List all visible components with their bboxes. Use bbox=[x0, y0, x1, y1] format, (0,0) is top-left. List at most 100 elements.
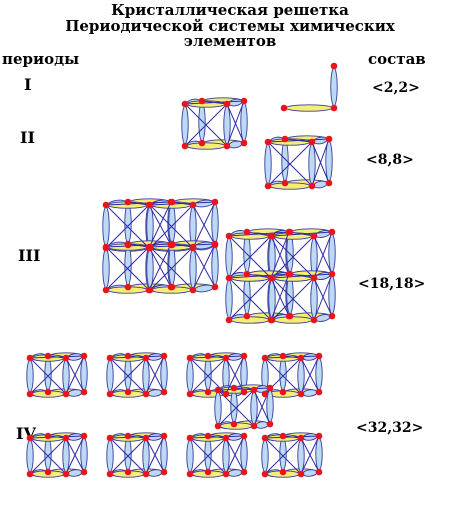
lattice-edge bbox=[243, 233, 251, 273]
lattice-edge bbox=[142, 359, 150, 393]
lattice-node bbox=[102, 243, 110, 251]
lattice-edge bbox=[198, 102, 206, 142]
lattice-node bbox=[44, 388, 52, 396]
lattice-node bbox=[250, 422, 258, 430]
lattice-node bbox=[230, 420, 238, 428]
lattice-node bbox=[44, 352, 52, 360]
lattice-node bbox=[325, 135, 333, 143]
lattice-diagonal bbox=[65, 435, 85, 475]
lattice-node bbox=[80, 388, 88, 396]
periods-header: периоды bbox=[2, 50, 80, 68]
lattice-node bbox=[325, 179, 333, 187]
lattice-edge bbox=[186, 142, 226, 150]
lattice-node bbox=[261, 470, 269, 478]
period-label-1: I bbox=[24, 75, 32, 94]
lattice-edge bbox=[240, 102, 248, 142]
lattice-node bbox=[214, 386, 222, 394]
lattice-node bbox=[124, 432, 132, 440]
lattice-edge bbox=[186, 359, 194, 393]
lattice-edge bbox=[269, 182, 311, 190]
lattice-node bbox=[186, 354, 194, 362]
lattice-node bbox=[80, 432, 88, 440]
lattice-node bbox=[168, 283, 176, 291]
lattice-node bbox=[80, 352, 88, 360]
composition-label-1: <2,2> bbox=[372, 80, 420, 96]
period-label-3: III bbox=[18, 246, 41, 265]
lattice-node bbox=[102, 286, 110, 294]
lattice-diagonal bbox=[171, 243, 194, 248]
lattice-node bbox=[189, 286, 197, 294]
lattice-node bbox=[106, 390, 114, 398]
lattice-diagonal bbox=[201, 100, 228, 105]
lattice-node bbox=[142, 354, 150, 362]
lattice-node bbox=[106, 470, 114, 478]
lattice-diagonal bbox=[184, 103, 228, 147]
lattice-diagonal bbox=[192, 243, 216, 291]
lattice-node bbox=[297, 354, 305, 362]
period-label-2: II bbox=[20, 128, 35, 147]
lattice-node bbox=[62, 434, 70, 442]
lattice-diagonal bbox=[65, 355, 85, 395]
lattice-node bbox=[330, 104, 338, 112]
lattice-diagonal bbox=[217, 389, 255, 427]
composition-header: состав bbox=[368, 50, 426, 68]
lattice-node bbox=[310, 274, 318, 282]
lattice-node bbox=[80, 468, 88, 476]
lattice-edge bbox=[250, 391, 258, 425]
lattice-diagonal bbox=[270, 231, 290, 279]
lattice-node bbox=[204, 432, 212, 440]
lattice-node bbox=[279, 388, 287, 396]
lattice-node bbox=[211, 198, 219, 206]
lattice-node bbox=[315, 468, 323, 476]
lattice-node bbox=[315, 352, 323, 360]
lattice-diagonal bbox=[271, 277, 315, 321]
lattice-diagonal bbox=[145, 435, 165, 475]
lattice-node bbox=[297, 434, 305, 442]
lattice-diagonal bbox=[29, 437, 67, 475]
lattice-node bbox=[308, 182, 316, 190]
lattice-node bbox=[168, 198, 176, 206]
lattice-node bbox=[222, 390, 230, 398]
diagram-title-line-1: Кристаллическая решетка bbox=[111, 1, 349, 19]
lattice-node bbox=[250, 386, 258, 394]
lattice-edge bbox=[160, 437, 168, 471]
lattice-diagonal bbox=[300, 435, 320, 475]
lattice-node bbox=[222, 470, 230, 478]
lattice-diagonal bbox=[29, 357, 67, 395]
lattice-diagonal bbox=[105, 246, 150, 291]
lattice-node bbox=[243, 228, 251, 236]
lattice-node bbox=[142, 470, 150, 478]
lattice-edge bbox=[285, 104, 333, 112]
diagram-title-line-3: элементов bbox=[183, 32, 277, 50]
lattice-node bbox=[146, 243, 154, 251]
lattice-diagonal bbox=[226, 100, 245, 147]
lattice-node bbox=[240, 352, 248, 360]
lattice-node bbox=[186, 470, 194, 478]
lattice-node bbox=[186, 434, 194, 442]
lattice-node bbox=[44, 432, 52, 440]
lattice-diagonal bbox=[148, 201, 172, 249]
lattice-edge bbox=[62, 359, 70, 393]
lattice-node bbox=[160, 432, 168, 440]
lattice-edge bbox=[80, 357, 88, 391]
lattice-node bbox=[160, 388, 168, 396]
lattice-node bbox=[26, 434, 34, 442]
lattice-node bbox=[204, 388, 212, 396]
lattice-node bbox=[230, 384, 238, 392]
diagram-title-line-2: Периодической системы химических bbox=[65, 17, 395, 35]
lattice-edge bbox=[264, 143, 272, 185]
lattice-edge bbox=[106, 439, 114, 473]
lattice-edge bbox=[26, 439, 34, 473]
lattice-edge bbox=[211, 245, 219, 286]
lattice-node bbox=[124, 388, 132, 396]
lattice-node bbox=[268, 316, 276, 324]
lattice-edge bbox=[186, 439, 194, 473]
lattice-diagonal bbox=[189, 357, 227, 395]
lattice-edge bbox=[225, 237, 233, 277]
lattice-node bbox=[168, 240, 176, 248]
lattice-node bbox=[142, 390, 150, 398]
lattice-diagonal bbox=[300, 355, 320, 395]
lattice-node bbox=[268, 274, 276, 282]
lattice-node bbox=[279, 468, 287, 476]
